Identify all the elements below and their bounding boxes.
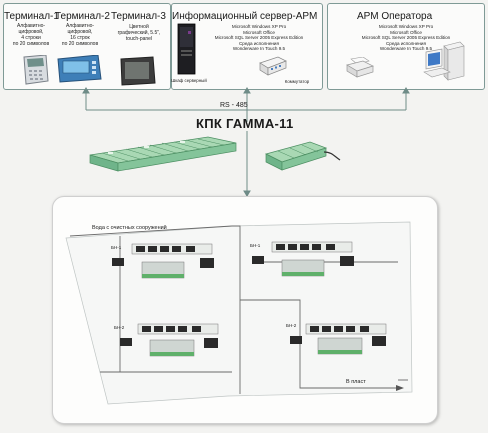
server-software-line: Среда исполнения [238, 40, 279, 46]
terminal-1-title: Терминал-1 [4, 11, 59, 22]
terminal-1-line: Алфавитно- [16, 23, 46, 29]
server-cabinet-label: Шкаф серверный [171, 78, 207, 83]
inlet-label: Вода с очистных сооружений [92, 225, 167, 231]
unit-label-2: БН-2 [114, 325, 125, 330]
terminal-2-device [56, 55, 102, 83]
unit-label-2b: БН-2 [286, 323, 297, 328]
operator-workstation-device [420, 40, 466, 84]
terminal-3-line: Цветной [129, 24, 149, 30]
terminal-1-line: цифровой, [18, 29, 44, 35]
server-software: Microsoft Windows XP Pro Microsoft Offic… [198, 24, 320, 52]
terminal-3-device [118, 56, 156, 86]
terminal-1-line: 4 строки [21, 35, 41, 41]
operator-software: Microsoft Windows XP Pro Microsoft Offic… [345, 24, 467, 52]
terminal-3-line: touch-panel [125, 36, 153, 42]
server-title: Информационный сервер-АРМ [172, 11, 318, 22]
server-software-line: Microsoft Windows XP Pro [231, 24, 287, 29]
terminal-3-title: Терминал-3 [111, 11, 166, 22]
terminal-1-desc: Алфавитно- цифровой, 4 строки по 20 симв… [8, 23, 54, 47]
terminal-3-line: графический, 5.5", [117, 30, 161, 36]
network-switch-label: Коммутатор [284, 79, 310, 84]
server-software-line: Wonderware In Touch 9.5 [232, 46, 286, 52]
outlet-label: В пласт [346, 379, 366, 385]
operator-software-line: Среда исполнения [385, 40, 426, 46]
server-software-line: Microsoft Office [243, 29, 275, 35]
operator-software-line: Microsoft Windows XP Pro [378, 24, 434, 29]
operator-title: АРМ Оператора [357, 11, 433, 22]
printer-device [345, 57, 375, 79]
terminal-2-line: 16 строк [70, 35, 90, 41]
operator-software-line: Wonderware In Touch 9.5 [379, 46, 433, 52]
server-cabinet-device [176, 23, 198, 76]
operator-software-line: Microsoft Office [390, 29, 422, 35]
unit-label-1b: БН-1 [250, 243, 261, 248]
operator-software-line: Microsoft SQL Server 2005 Express Editio… [361, 35, 451, 41]
server-software-line: Microsoft SQL Server 2005 Express Editio… [214, 35, 304, 41]
controller-modules-main [88, 133, 238, 173]
unit-label-1: БН-1 [111, 245, 122, 250]
terminal-2-title: Терминал-2 [55, 11, 110, 22]
terminal-1-device [18, 55, 50, 85]
controller-modules-extension [262, 136, 344, 174]
server-group [171, 3, 323, 90]
terminal-2-line: Алфавитно- [65, 23, 95, 29]
terminal-3-desc: Цветной графический, 5.5", touch-panel [112, 24, 166, 42]
system-title: КПК ГАММА-11 [196, 116, 294, 131]
rs485-label: RS - 485 [220, 102, 248, 109]
terminal-2-line: цифровой, [67, 29, 93, 35]
terminal-2-desc: Алфавитно- цифровой, 16 строк по 20 симв… [56, 23, 104, 47]
terminal-2-line: по 20 символов [61, 41, 99, 47]
network-switch-device [258, 55, 288, 77]
terminal-1-line: по 20 символов [12, 41, 50, 47]
